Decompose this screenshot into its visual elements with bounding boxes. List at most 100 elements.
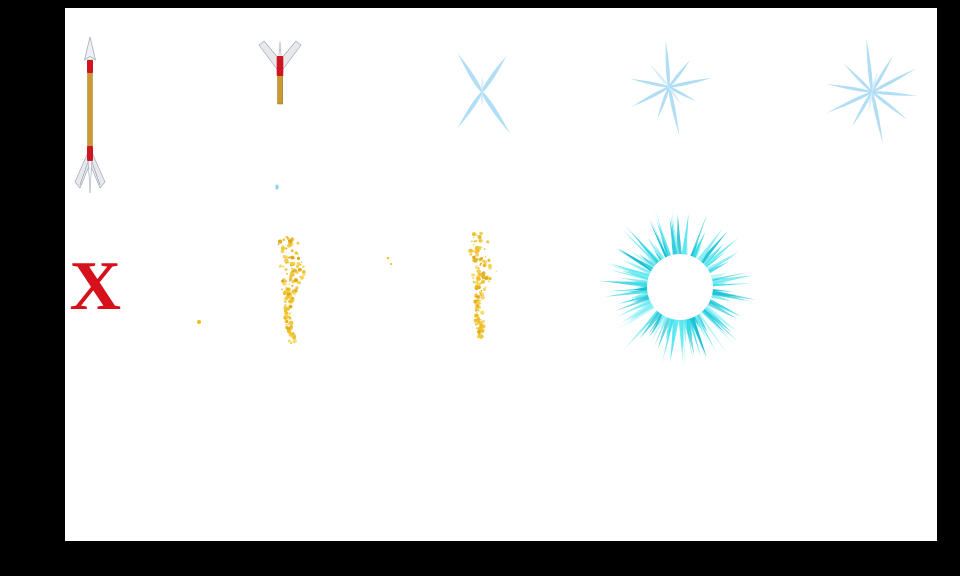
arrow-fletch-streaks (79, 158, 101, 186)
burst-spike (679, 316, 684, 366)
burst-spike (672, 212, 680, 265)
flame-speck (477, 333, 480, 336)
flame-speck (478, 272, 481, 276)
flame-speck (474, 265, 479, 269)
flame-speck (292, 338, 297, 344)
flame-speck (284, 317, 286, 320)
burst-spike (649, 219, 670, 263)
flame-speck (277, 243, 280, 246)
sparkle-large-sprite (826, 38, 918, 143)
sparkle-ray (826, 84, 875, 93)
burst-spike (699, 308, 734, 344)
flame-speck (473, 240, 476, 243)
arrow-projectile-sprite (74, 36, 106, 194)
flame-speck (282, 265, 285, 268)
sparkle-ray (657, 85, 670, 119)
flame-speck (478, 302, 481, 305)
flame-speck (481, 331, 484, 333)
flame-speck (289, 243, 293, 247)
flame-speck (291, 284, 294, 287)
flame-speck (480, 262, 483, 265)
flame-speck (479, 318, 482, 321)
flame-speck (474, 280, 478, 285)
flame-speck (280, 246, 285, 251)
flame-speck (478, 299, 480, 301)
flame-speck (475, 299, 478, 302)
flame-speck (484, 256, 487, 258)
sparkle-ray (480, 91, 484, 106)
spark-trail-sprite-2 (468, 231, 498, 339)
burst-spike (696, 304, 722, 331)
flame-speck (473, 318, 477, 322)
burst-spike (704, 272, 748, 284)
flame-speck (475, 239, 478, 243)
flame-speck (480, 295, 485, 300)
flame-speck (474, 301, 478, 306)
flame-speck (478, 305, 481, 309)
sparkle-ray (869, 91, 918, 97)
burst-sprite (598, 208, 756, 366)
flame-speck (283, 315, 287, 319)
stuck-shaft (277, 73, 283, 105)
flame-speck (285, 297, 288, 301)
flame-speck (294, 288, 298, 293)
flame-speck (290, 249, 294, 253)
flame-speck (470, 249, 474, 253)
burst-spike (696, 231, 727, 267)
sparkle-ray (870, 55, 893, 95)
burst-spike (699, 237, 739, 272)
flame-speck (296, 261, 301, 266)
flame-speck (283, 255, 289, 260)
arrow-head-icon (83, 36, 97, 61)
burst-spike (617, 295, 658, 317)
sparkle-ray (667, 60, 690, 89)
speck-yellow-circle (197, 320, 201, 324)
burst-spike (625, 260, 654, 275)
burst-spike (654, 243, 667, 264)
flame-speck (302, 266, 304, 268)
flame-speck (475, 313, 479, 318)
flame-speck (482, 287, 487, 292)
flame-speck (478, 309, 480, 312)
speck-blue (275, 184, 279, 190)
flame-speck (478, 257, 483, 262)
flame-speck (289, 312, 292, 314)
sparkle-ray (869, 90, 907, 120)
flame-speck (472, 277, 475, 280)
sparkle-ray (869, 68, 917, 94)
flame-speck (474, 293, 478, 297)
sparkle-ray (457, 89, 484, 129)
sparkle-ray (667, 86, 696, 102)
arrow-shaft (87, 59, 93, 155)
stuck-arrow-sprite (258, 40, 302, 105)
flame-speck (476, 327, 478, 329)
flame-speck (471, 240, 473, 243)
flame-speck (288, 321, 292, 324)
flame-speck (282, 281, 287, 286)
sparkle-ray (631, 85, 672, 107)
burst-spike (623, 223, 661, 266)
burst-spike (669, 218, 679, 260)
flame-speck (290, 333, 295, 339)
burst-spike (598, 281, 651, 287)
sparkle-ray (668, 85, 682, 106)
sparkle-ray (480, 55, 507, 95)
flame-speck (285, 247, 288, 250)
burst-spike (650, 218, 670, 260)
flame-speck (284, 258, 289, 264)
flame-speck (297, 253, 300, 256)
flame-speck (484, 286, 487, 288)
flame-speck (478, 321, 483, 325)
flame-speck (286, 329, 291, 333)
burst-spike (670, 310, 680, 363)
flame-speck (289, 271, 294, 276)
flame-speck (290, 255, 295, 260)
flame-speck (296, 280, 301, 285)
flame-speck (287, 300, 291, 303)
speck-blue-dot (275, 184, 279, 190)
arrow-fletch-center (87, 157, 93, 194)
sparkle-ray (649, 64, 671, 89)
flame-speck (478, 239, 481, 242)
flame-speck (284, 311, 288, 316)
burst-spike (707, 283, 752, 287)
